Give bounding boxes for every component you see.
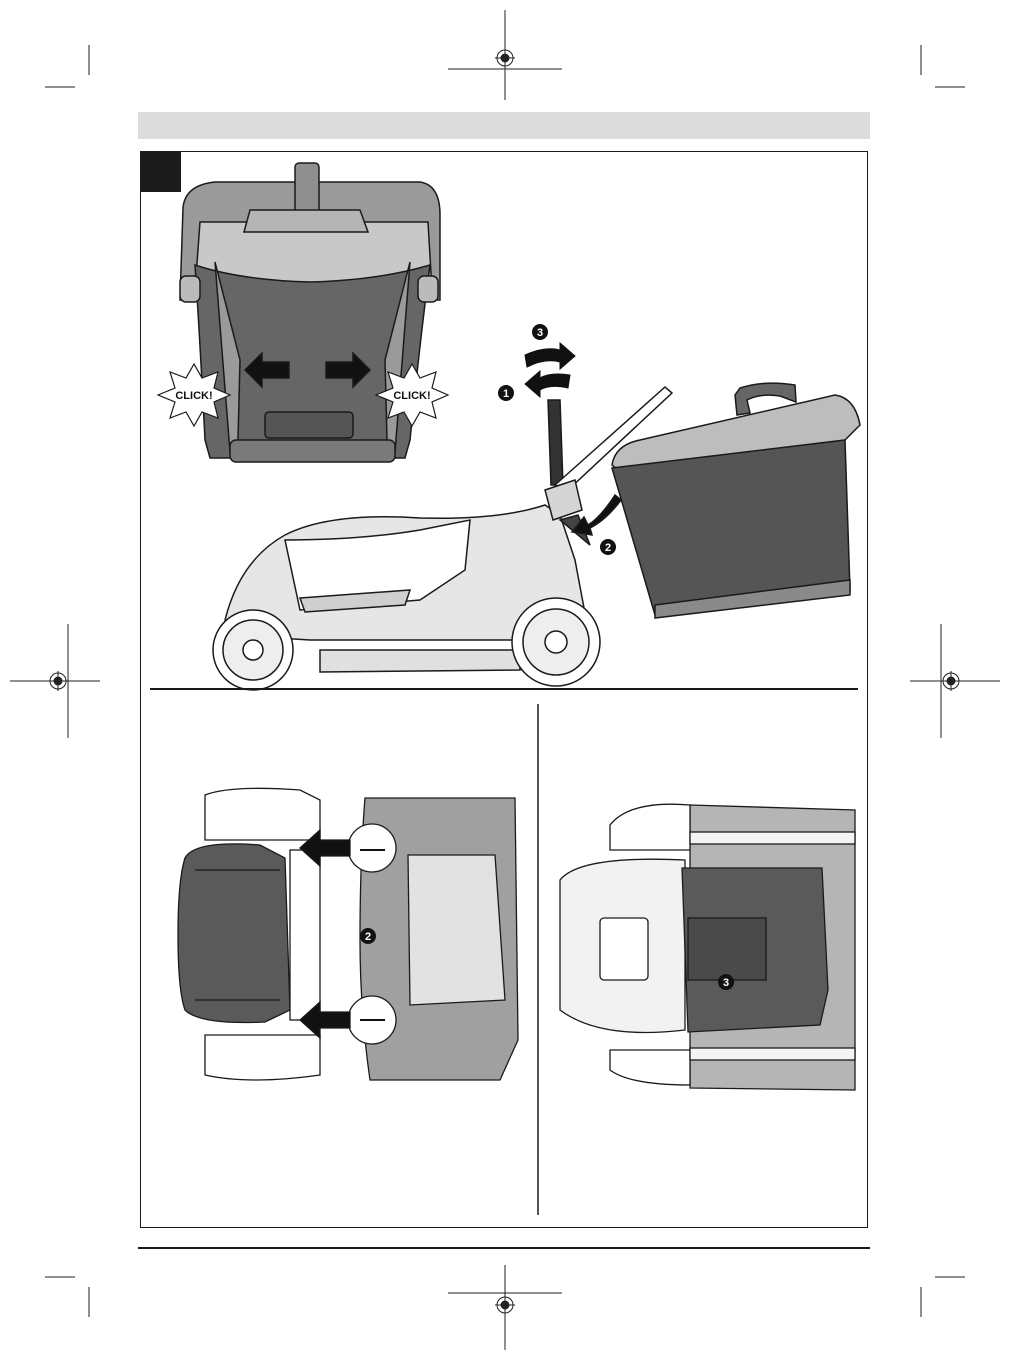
step-number-2-side: 2 (605, 542, 611, 554)
grass-box-rear-view (180, 163, 440, 462)
click-label-right: CLICK! (393, 390, 430, 402)
registration-marks (10, 10, 1000, 1350)
click-label-left: CLICK! (175, 390, 212, 402)
step-number-3-top: 3 (537, 327, 543, 339)
rotate-arrow-1 (525, 371, 570, 397)
step-number-3-bottom: 3 (723, 977, 729, 989)
hook-in-top-view (178, 788, 518, 1080)
rotate-arrow-3 (525, 343, 575, 369)
flap-lowered-top-view (560, 804, 855, 1090)
step-number-1: 1 (503, 388, 509, 400)
step-number-2-top: 2 (365, 931, 371, 943)
